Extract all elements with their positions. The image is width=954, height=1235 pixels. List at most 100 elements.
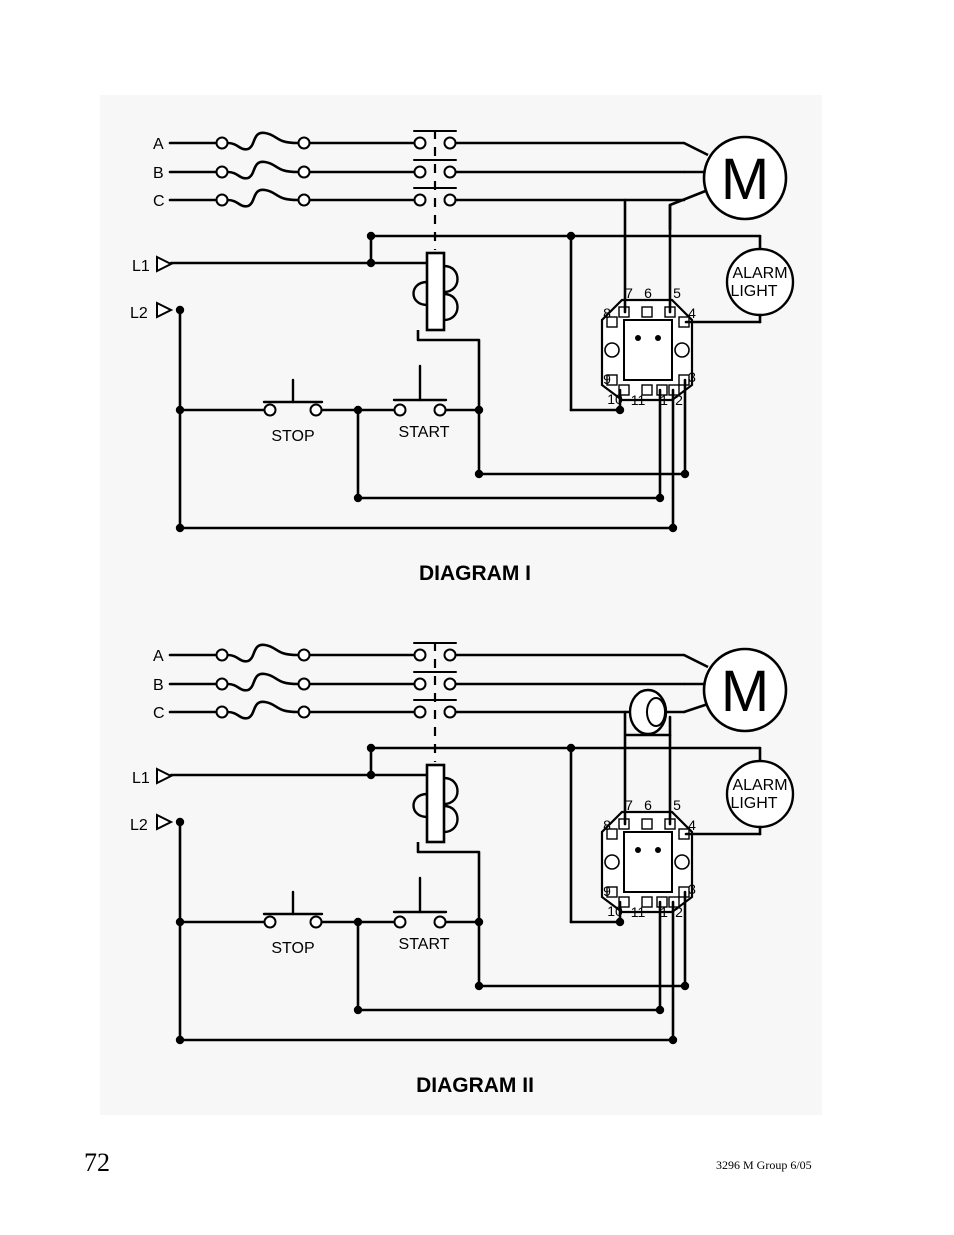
screw-terminal-icon (606, 374, 618, 386)
adjust-dial-icon (635, 335, 641, 341)
contact-terminal (413, 193, 427, 207)
start-button-label: START (399, 424, 450, 441)
phase-label-b: B (153, 677, 164, 694)
contact-terminal (413, 165, 427, 179)
contact-terminal (413, 136, 427, 150)
contact-terminal (443, 193, 457, 207)
alarm-light-label: ALARM (732, 265, 787, 282)
phase-label-c: C (153, 705, 165, 722)
phase-label-c: C (153, 193, 165, 210)
screw-terminal-icon (606, 886, 618, 898)
line-label-l1: L1 (132, 258, 150, 275)
relay-face (623, 831, 673, 893)
stop-terminal (309, 915, 323, 929)
fuse-icon (227, 160, 299, 180)
screw-terminal-icon (606, 316, 618, 328)
fuse-icon (227, 700, 299, 720)
start-terminal (433, 915, 447, 929)
phase-label-a: A (153, 648, 164, 665)
start-terminal (393, 915, 407, 929)
fuse-terminal (297, 677, 311, 691)
fuse-terminal (297, 705, 311, 719)
mounting-hole-icon (674, 854, 690, 870)
contact-terminal (413, 705, 427, 719)
start-button-label: START (399, 936, 450, 953)
adjust-dial-icon (655, 847, 661, 853)
contact-terminal (413, 648, 427, 662)
fuse-terminal (215, 193, 229, 207)
relay-terminal-4: 4 (688, 305, 696, 321)
current-sensor-icon (646, 697, 666, 727)
contact-terminal (443, 165, 457, 179)
relay-terminal-3: 3 (688, 369, 696, 385)
contact-terminal (443, 648, 457, 662)
fuse-terminal (215, 165, 229, 179)
alarm-light-label: ALARM (732, 777, 787, 794)
contact-terminal (413, 677, 427, 691)
motor-lead (683, 141, 709, 157)
stop-button-label: STOP (271, 428, 314, 445)
relay-terminal-8: 8 (603, 817, 611, 833)
contact-terminal (443, 136, 457, 150)
fuse-terminal (215, 648, 229, 662)
motor-label: M (721, 659, 769, 724)
motor-label: M (721, 147, 769, 212)
line-label-l2: L2 (130, 305, 148, 322)
relay-terminal-11: 11 (631, 392, 646, 408)
input-arrow-icon (156, 255, 174, 273)
relay-terminal-9: 9 (603, 371, 611, 387)
relay-terminal-4: 4 (688, 817, 696, 833)
relay-terminal-1: 1 (660, 392, 668, 408)
contact-terminal (443, 705, 457, 719)
line-label-l1: L1 (132, 770, 150, 787)
stop-terminal (263, 403, 277, 417)
screw-terminal-icon (641, 384, 653, 396)
relay-terminal-2: 2 (675, 392, 683, 408)
diagram-title: DIAGRAM I (419, 562, 531, 585)
screw-terminal-icon (641, 818, 653, 830)
coil-body (425, 251, 446, 332)
coil-winding-icon (443, 776, 459, 834)
relay-terminal-11: 11 (631, 904, 646, 920)
coil-winding-icon (443, 264, 459, 322)
relay-face (623, 319, 673, 381)
stop-terminal (263, 915, 277, 929)
adjust-dial-icon (655, 335, 661, 341)
adjust-dial-icon (635, 847, 641, 853)
relay-terminal-5: 5 (673, 285, 681, 301)
relay-terminal-5: 5 (673, 797, 681, 813)
relay-terminal-9: 9 (603, 883, 611, 899)
alarm-light-icon (725, 759, 795, 829)
fuse-icon (227, 643, 299, 663)
fuse-terminal (297, 136, 311, 150)
start-terminal (433, 403, 447, 417)
contact-terminal (443, 677, 457, 691)
fuse-icon (227, 131, 299, 151)
fuse-terminal (215, 136, 229, 150)
screw-terminal-icon (656, 896, 668, 908)
relay-terminal-7: 7 (625, 797, 633, 813)
motor-lead (683, 702, 709, 714)
fuse-terminal (215, 677, 229, 691)
motor-icon (702, 647, 788, 733)
mounting-hole-icon (604, 342, 620, 358)
page-number: 72 (84, 1148, 110, 1177)
mounting-hole-icon (604, 854, 620, 870)
relay-terminal-6: 6 (644, 285, 652, 301)
screw-terminal-icon (641, 306, 653, 318)
fuse-icon (227, 672, 299, 692)
screw-terminal-icon (606, 828, 618, 840)
coil-winding-icon (412, 792, 428, 819)
alarm-light-label: LIGHT (730, 283, 777, 300)
line-label-l2: L2 (130, 817, 148, 834)
alarm-light-icon (725, 247, 795, 317)
coil-body (425, 763, 446, 844)
fuse-terminal (297, 648, 311, 662)
stop-button-label: STOP (271, 940, 314, 957)
relay-terminal-1: 1 (660, 904, 668, 920)
mounting-hole-icon (674, 342, 690, 358)
relay-terminal-3: 3 (688, 881, 696, 897)
